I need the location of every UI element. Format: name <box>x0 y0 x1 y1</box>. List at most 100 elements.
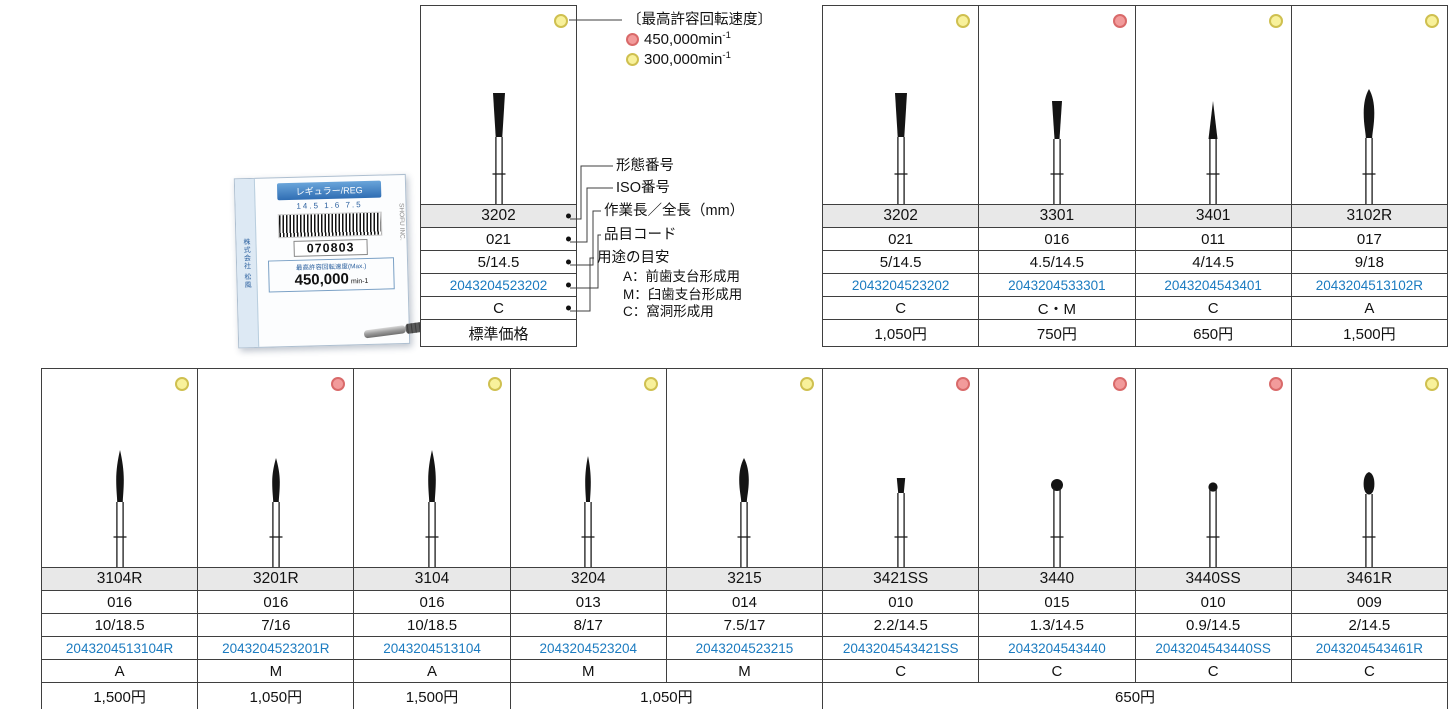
shape-number-cell: 3421SS <box>822 567 980 591</box>
iso-number-cell: 015 <box>978 590 1136 614</box>
shape-number-cell: 3461R <box>1290 567 1448 591</box>
shape-number-cell: 3104 <box>353 567 511 591</box>
package-side-panel: 株式会社 松風 <box>234 178 260 348</box>
shape-number-cell: 3215 <box>665 567 824 591</box>
length-row: 10/18.5 7/16 10/18.5 8/17 7.5/17 2.2/14.… <box>40 613 1448 637</box>
item-code-row: 2043204523202 2043204533301 204320454340… <box>821 273 1448 297</box>
shape-number-cell: 3202 <box>821 204 980 228</box>
length-cell: 7.5/17 <box>665 613 824 637</box>
bur-cell <box>978 368 1136 568</box>
item-code-cell: 2043204543401 <box>1134 273 1292 297</box>
package-front-panel: レギュラー/REG 14.5 1.6 7.5 070803 最高許容回転速度(M… <box>257 179 405 343</box>
speed-dot <box>554 14 568 28</box>
length-cell: 4.5/14.5 <box>978 250 1136 274</box>
usage-row: C C・M C A <box>821 296 1448 320</box>
iso-number-cell: 010 <box>822 590 980 614</box>
shape-number-cell: 3401 <box>1134 204 1292 228</box>
speed-dot <box>1112 377 1127 391</box>
max-speed-title: 〔最高許容回転速度〕 <box>627 12 772 28</box>
iso-number-cell: 017 <box>1290 227 1448 251</box>
bur-illustration <box>1193 75 1233 204</box>
item-code-cell: 2043204513102R <box>1290 273 1448 297</box>
shape-number-cell: 3301 <box>978 204 1136 228</box>
package-lot-number: 070803 <box>293 238 368 257</box>
bur-cell <box>197 368 355 568</box>
bur-cell <box>665 368 824 568</box>
label-item-code: 品目コード <box>604 227 677 243</box>
connector-bullet <box>566 236 571 242</box>
usage-cell: A <box>40 659 199 683</box>
package-company-text: 株式会社 松風 <box>242 237 252 289</box>
bur-cell <box>821 5 980 205</box>
usage-cell: C <box>978 659 1136 683</box>
item-code-cell: 2043204543440 <box>978 636 1136 660</box>
shape-number-cell: 3202 <box>420 204 577 228</box>
iso-number: 021 <box>485 230 512 248</box>
item-code-cell: 2043204523202 <box>821 273 980 297</box>
bur-illustration <box>1193 438 1233 567</box>
legend-block: 3202 021 5/14.5 2043204523202 C 標準価格 〔最高… <box>420 0 782 352</box>
bur-illustration <box>1349 75 1389 204</box>
speed-450000-text: 450,000min-1 <box>644 30 731 48</box>
length-cell: 9/18 <box>1290 250 1448 274</box>
usage-cell: C <box>420 296 577 320</box>
iso-number-cell: 010 <box>1134 590 1292 614</box>
iso-number-cell: 016 <box>40 590 199 614</box>
iso-number-cell: 021 <box>821 227 980 251</box>
iso-number-cell: 011 <box>1134 227 1292 251</box>
usage-cell: C・M <box>978 296 1136 320</box>
package-speed-value: 450,000 <box>294 270 350 289</box>
label-iso-number: ISO番号 <box>616 180 670 196</box>
iso-number-row: 016 016 016 013 014 010 015 010 009 <box>40 590 1448 614</box>
speed-dot <box>1425 377 1439 391</box>
iso-number-cell: 016 <box>197 590 355 614</box>
iso-number-cell: 009 <box>1290 590 1448 614</box>
price-cell: 750円 <box>978 319 1136 347</box>
speed-dot <box>643 377 658 391</box>
item-code-cell: 2043204543461R <box>1290 636 1448 660</box>
length-cell: 0.9/14.5 <box>1134 613 1292 637</box>
usage-item-cavity: C：窩洞形成用 <box>623 304 714 319</box>
iso-number-cell: 013 <box>509 590 667 614</box>
speed-dot <box>1268 377 1283 391</box>
price-cell: 1,050円 <box>821 319 980 347</box>
price-cell: 1,500円 <box>353 682 511 709</box>
bur-illustration <box>479 75 519 204</box>
item-code-cell: 2043204513104R <box>40 636 199 660</box>
speed-dot <box>331 377 346 391</box>
length-row: 5/14.5 4.5/14.5 4/14.5 9/18 <box>821 250 1448 274</box>
speed-legend-300000: 300,000min-1 <box>626 50 731 68</box>
item-code-cell: 2043204523202 <box>420 273 577 297</box>
usage-cell: M <box>197 659 355 683</box>
shape-number-cell: 3204 <box>509 567 667 591</box>
usage-cell: C <box>822 659 980 683</box>
red-dot-icon <box>626 32 639 46</box>
bur-illustration <box>256 438 296 567</box>
length-cell: 5/14.5 <box>821 250 980 274</box>
item-code: 2043204523202 <box>449 277 548 293</box>
bur-row <box>40 368 1448 568</box>
bur-cell <box>40 368 199 568</box>
product-package-photo: 株式会社 松風 レギュラー/REG 14.5 1.6 7.5 070803 最高… <box>233 173 426 349</box>
shape-number: 3202 <box>481 207 516 224</box>
bur-illustration <box>1037 438 1077 567</box>
price-cell: 1,500円 <box>40 682 199 709</box>
item-code-cell: 2043204523201R <box>197 636 355 660</box>
iso-number-cell: 021 <box>420 227 577 251</box>
usage-row: A M A M M C C C C <box>40 659 1448 683</box>
bur-cell <box>1134 5 1292 205</box>
bur-illustration <box>724 438 764 567</box>
shape-number-cell: 3102R <box>1290 204 1448 228</box>
length-cell: 5/14.5 <box>420 250 577 274</box>
package-barcode <box>277 211 383 239</box>
bur-table-bottom: 3104R 3201R 3104 3204 3215 3421SS 3440 3… <box>40 368 1448 709</box>
package-brand-text: SHOFU INC. <box>397 202 406 241</box>
usage-cell: A <box>1290 296 1448 320</box>
usage-cell: C <box>1290 659 1448 683</box>
bur-cell <box>822 368 980 568</box>
usage-cell: M <box>665 659 824 683</box>
length-cell: 4/14.5 <box>1134 250 1292 274</box>
shape-number-cell: 3104R <box>40 567 199 591</box>
package-series-label: レギュラー/REG <box>276 180 382 201</box>
